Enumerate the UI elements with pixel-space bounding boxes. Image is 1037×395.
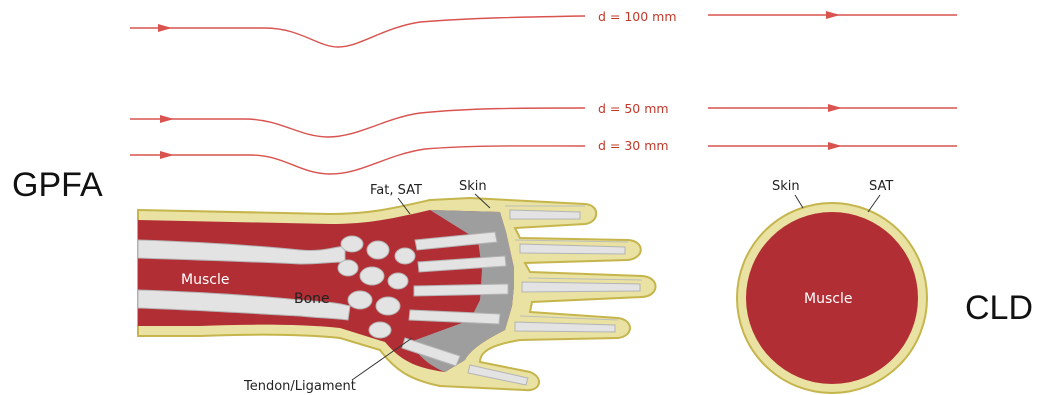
cylinder-model: Muscle Skin SAT [737,179,927,393]
carpal-bone [367,241,389,259]
cylinder-sat-pointer [868,195,880,212]
hand-model: Muscle Bone Fat, SAT Skin Tendon/Ligamen… [138,179,656,394]
carpal-bone [348,291,372,309]
field-line-label-50mm: d = 50 mm [598,101,669,116]
arrow-right-100mm [826,11,840,19]
arrow-left-100mm [158,24,172,32]
field-line-100mm [130,16,585,47]
carpal-bone [341,236,363,252]
arrow-left-50mm [160,115,174,123]
hand-tendon-label: Tendon/Ligament [243,379,356,394]
field-line-label-100mm: d = 100 mm [598,9,677,24]
carpal-bone [376,297,400,315]
finger-bone [522,282,640,292]
arrow-right-30mm [828,142,842,150]
cylinder-muscle-label: Muscle [804,291,852,307]
field-lines: d = 100 mm d = 50 mm d = 30 mm [130,9,957,174]
carpal-bone [338,260,358,276]
cylinder-skin-pointer [795,195,803,208]
cylinder-sat-label: SAT [869,179,893,194]
carpal-bone [395,248,415,264]
carpal-bone [369,322,391,338]
finger-bone [510,210,580,219]
cylinder-skin-label: Skin [772,179,800,194]
hand-bone-label: Bone [294,291,330,307]
gpfa-label: GPFA [12,166,103,204]
arrow-left-30mm [160,151,174,159]
arrow-right-50mm [828,104,842,112]
hand-fat-label: Fat, SAT [370,183,422,198]
field-line-50mm [130,108,585,137]
field-line-30mm [130,146,585,174]
field-line-label-30mm: d = 30 mm [598,138,669,153]
carpal-bone [360,267,384,285]
cld-label: CLD [965,289,1033,327]
hand-skin-label: Skin [459,179,487,194]
hand-muscle-label: Muscle [181,272,229,288]
carpal-bone [388,273,408,289]
metacarpal-bone [414,284,508,296]
